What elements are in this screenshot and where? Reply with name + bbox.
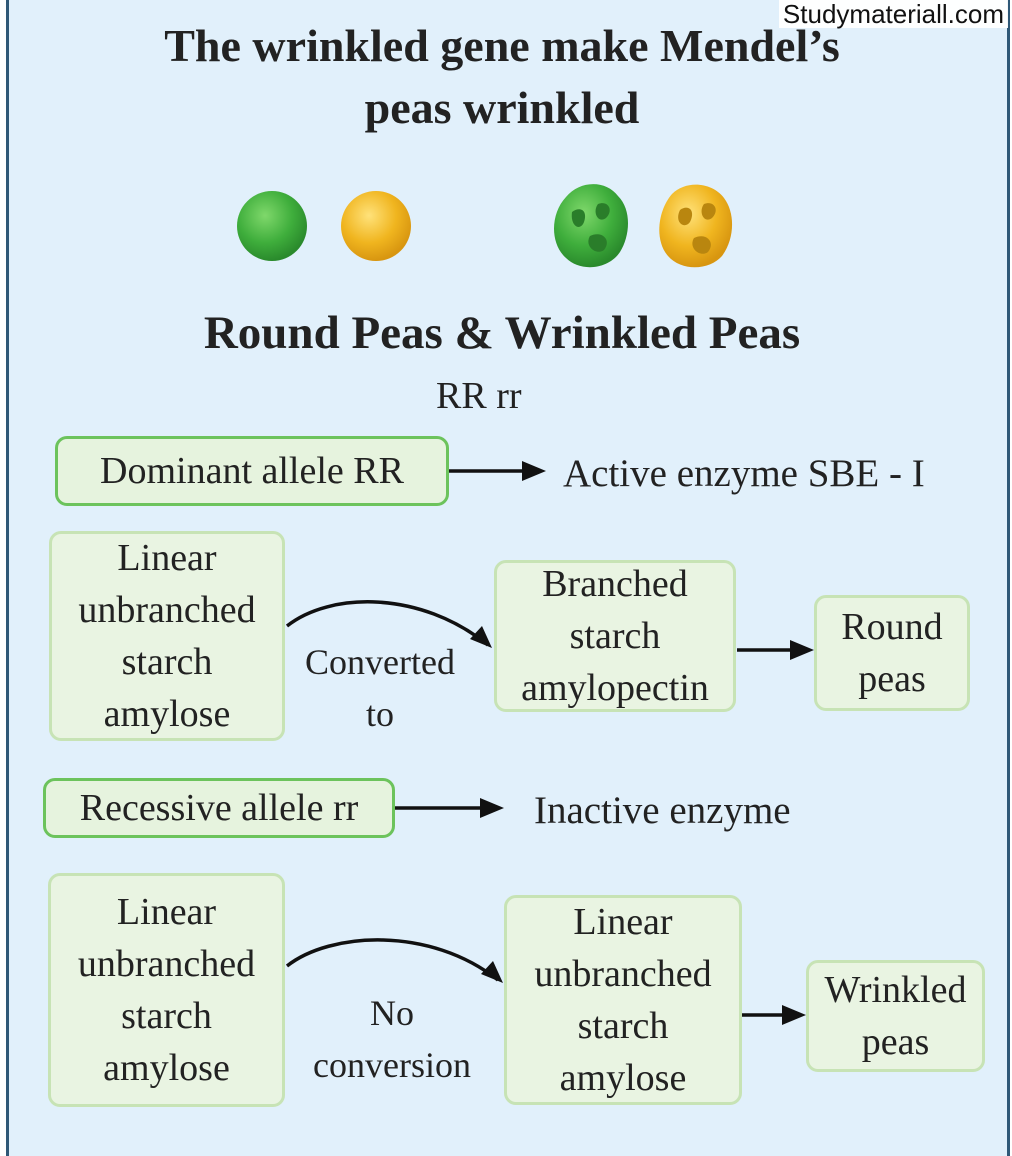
recessive-start-line-1: Linear <box>116 891 217 933</box>
recessive-start-line-3: starch <box>121 995 212 1037</box>
wrinkled-peas-line-1: Wrinkled <box>824 969 967 1011</box>
round-green-pea <box>237 191 307 261</box>
recessive-start-box: Linear unbranched starch amylose <box>48 873 285 1107</box>
no-conversion-arrow <box>285 938 500 982</box>
genotypes-label: RR rr <box>436 375 522 417</box>
recessive-start-line-4: amylose <box>103 1047 230 1089</box>
dominant-start-line-4: amylose <box>103 693 231 735</box>
dominant-start-box: Linear unbranched starch amylose <box>49 531 285 741</box>
dominant-start-line-3: starch <box>121 641 213 683</box>
wrinkled-peas-box: Wrinkled peas <box>806 960 985 1072</box>
recessive-allele-label: Recessive allele rr <box>79 787 359 829</box>
dominant-middle-line-2: starch <box>569 615 661 657</box>
dominant-allele-label: Dominant allele RR <box>100 450 404 492</box>
dominant-allele-arrowhead <box>522 461 546 481</box>
caption-converted: Converted <box>305 642 455 682</box>
recessive-middle-line-2: unbranched <box>534 953 712 995</box>
caption-conversion: conversion <box>313 1045 471 1085</box>
round-yellow-pea <box>341 191 411 261</box>
caption-to: to <box>365 694 394 734</box>
no-conversion-arrowhead <box>481 961 503 983</box>
round-peas-line-1: Round <box>841 606 943 648</box>
recessive-middle-box: Linear unbranched starch amylose <box>504 895 742 1105</box>
round-peas-line-2: peas <box>858 658 926 700</box>
inactive-enzyme-label: Inactive enzyme <box>534 789 791 832</box>
no-conversion-caption: No conversion <box>294 987 490 1091</box>
wrinkled-green-pea <box>554 184 628 268</box>
round-peas-box: Round peas <box>814 595 970 711</box>
heading-round-and-wrinkled: Round Peas & Wrinkled Peas <box>203 307 801 359</box>
branched-starch-box: Branched starch amylopectin <box>494 560 736 712</box>
dominant-middle-line-1: Branched <box>542 563 688 605</box>
dominant-allele-box: Dominant allele RR <box>55 436 449 506</box>
dominant-middle-line-3: amylopectin <box>521 667 709 709</box>
recessive-middle-line-1: Linear <box>573 901 673 943</box>
converted-arrowhead <box>470 626 492 648</box>
recessive-allele-box: Recessive allele rr <box>43 778 395 838</box>
recessive-start-line-2: unbranched <box>77 943 256 985</box>
recessive-allele-arrowhead <box>480 798 504 818</box>
wrinkled-yellow-pea <box>659 184 733 268</box>
to-round-peas-arrowhead <box>790 640 814 660</box>
recessive-middle-line-4: amylose <box>559 1057 687 1099</box>
wrinkled-peas-line-2: peas <box>861 1021 930 1063</box>
converted-to-caption: Converted to <box>292 636 468 740</box>
recessive-middle-line-3: starch <box>577 1005 669 1047</box>
converted-arrow <box>285 600 490 647</box>
dominant-start-line-2: unbranched <box>78 589 256 631</box>
title-line-2: peas wrinkled <box>364 82 640 133</box>
watermark: Studymateriall.com <box>778 0 1008 28</box>
caption-no: No <box>370 993 414 1033</box>
dominant-start-line-1: Linear <box>117 537 217 579</box>
title-line-1: The wrinkled gene make Mendel’s <box>164 20 840 71</box>
active-enzyme-label: Active enzyme SBE - I <box>563 452 925 495</box>
to-wrinkled-peas-arrowhead <box>782 1005 806 1025</box>
